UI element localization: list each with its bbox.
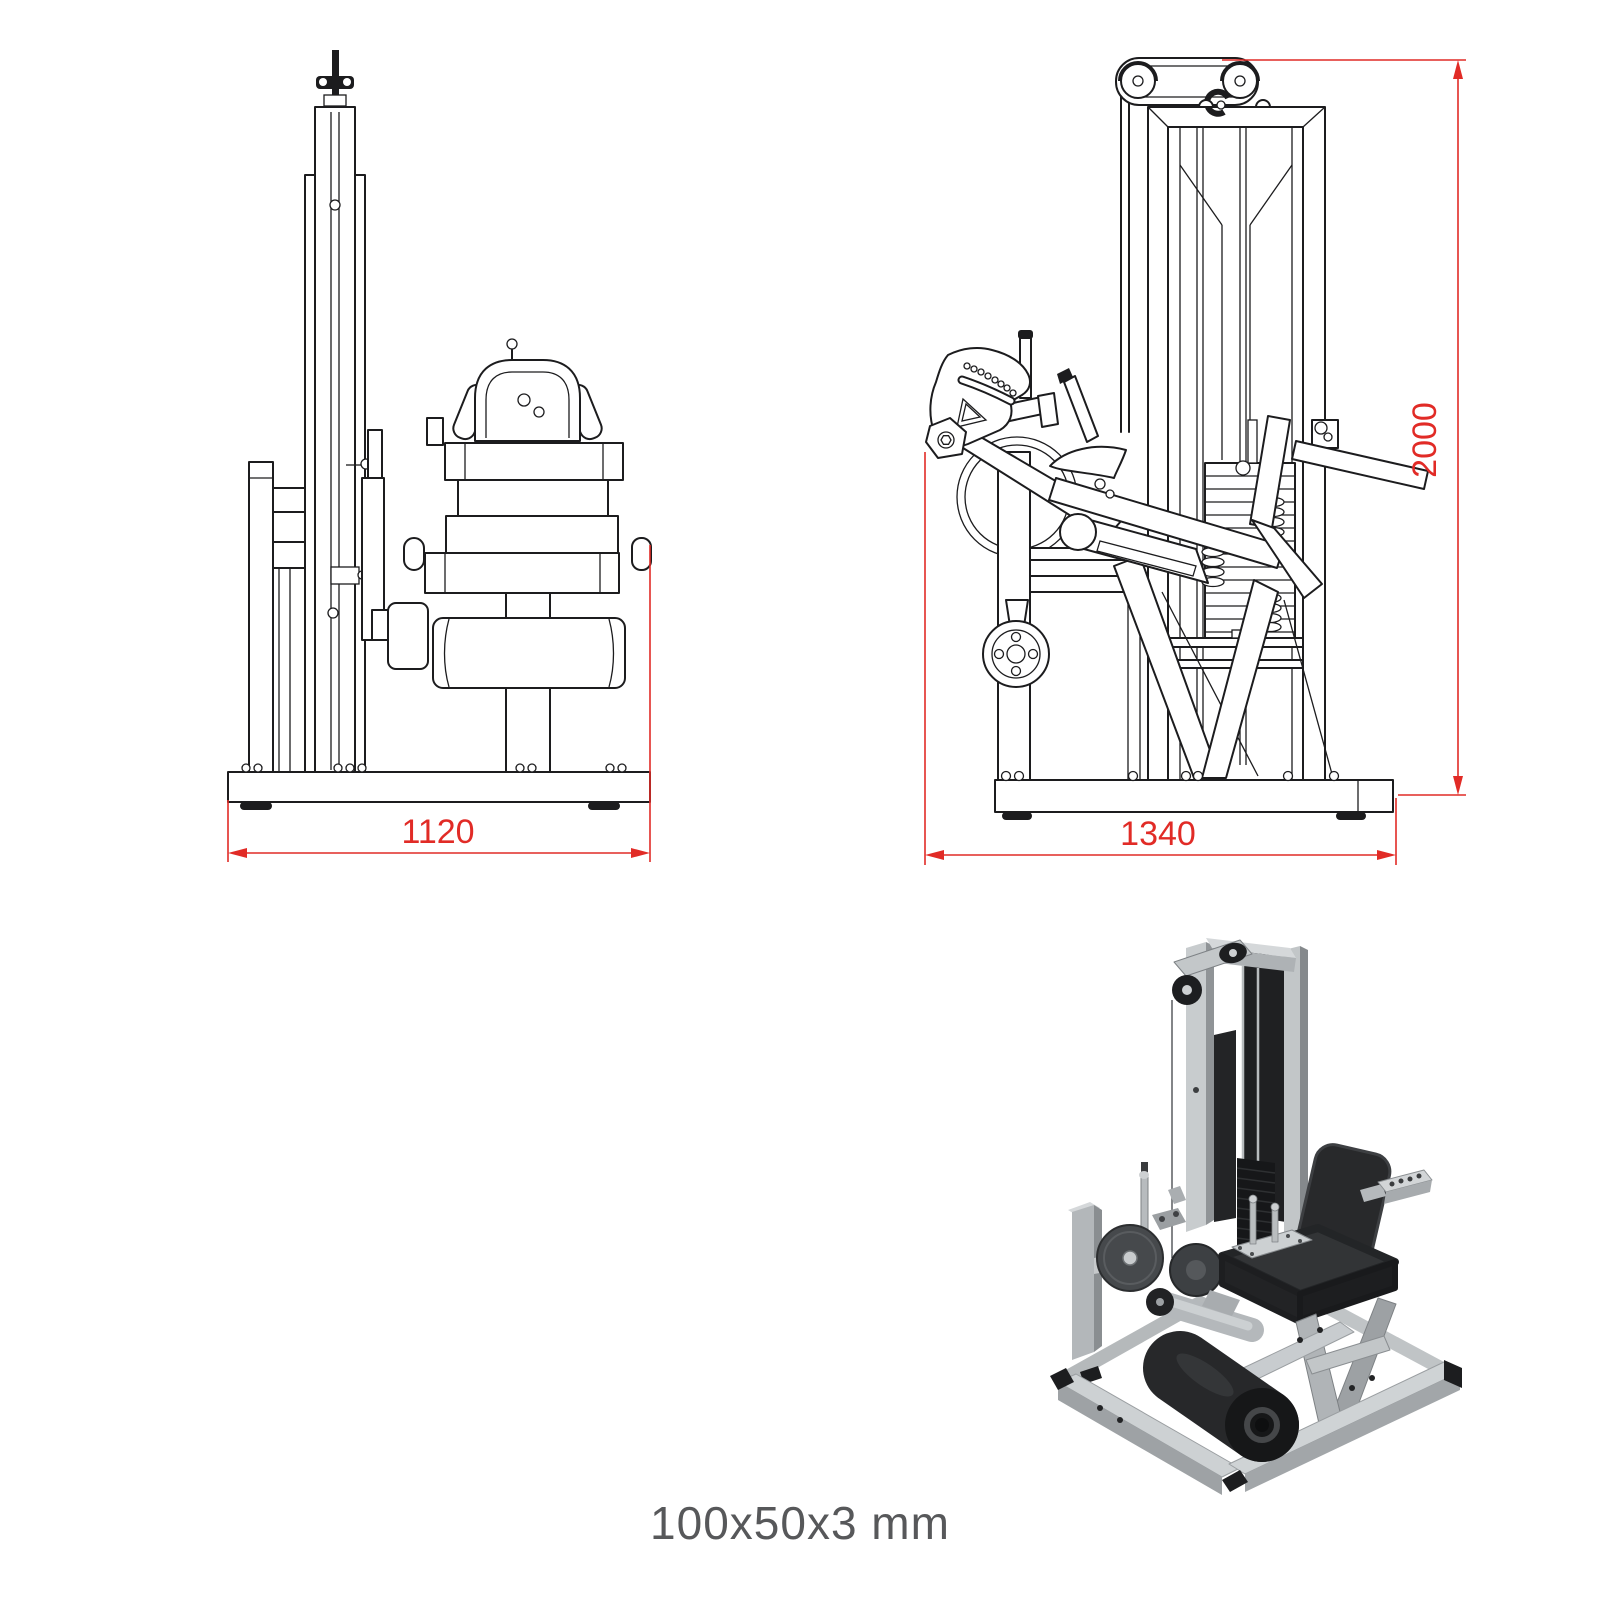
- front-left-upright: [248, 461, 308, 773]
- side-view-drawing: 1340 2000: [924, 57, 1466, 865]
- iso-foam-roller: [1143, 1331, 1299, 1462]
- side-weight-plate: [982, 599, 1050, 688]
- front-guide-strip: [367, 429, 383, 481]
- side-adjuster-arm: [1291, 440, 1429, 490]
- side-height-label: 2000: [1406, 402, 1444, 478]
- side-seat-legs: [1113, 555, 1333, 779]
- iso-cam-assembly: [1068, 1162, 1264, 1384]
- side-base: [994, 770, 1394, 820]
- front-foam-roller: [432, 617, 626, 689]
- iso-pulley: [1172, 939, 1253, 1005]
- front-view-drawing: 1120: [227, 50, 652, 862]
- front-weight-tower: [304, 106, 372, 773]
- front-handle-left: [403, 537, 425, 571]
- front-backrest: [452, 338, 603, 442]
- iso-render: [1050, 938, 1462, 1495]
- iso-seat: [1218, 1143, 1433, 1325]
- front-seat-upper-frame: [444, 442, 624, 555]
- side-backrest-support: [1249, 415, 1429, 599]
- iso-tower: [1171, 938, 1308, 1262]
- front-handle-right: [631, 537, 652, 571]
- iso-adjuster: [1377, 1169, 1433, 1204]
- front-seat-column: [426, 417, 444, 446]
- side-height-dimension: 2000: [1222, 59, 1466, 796]
- front-width-label: 1120: [401, 813, 474, 851]
- front-hub: [387, 602, 429, 670]
- front-base: [227, 763, 651, 810]
- side-cam-lever: [925, 330, 1123, 539]
- front-width-dimension: 1120: [227, 545, 651, 862]
- front-seat-frame: [403, 537, 652, 594]
- front-top-pin: [316, 50, 354, 107]
- side-pulley-bracket: [1115, 57, 1271, 433]
- side-width-label: 1340: [1120, 815, 1196, 853]
- tube-spec-caption: 100x50x3 mm: [650, 1497, 950, 1549]
- side-seat: [1048, 445, 1285, 584]
- side-width-dimension: 1340: [924, 452, 1397, 865]
